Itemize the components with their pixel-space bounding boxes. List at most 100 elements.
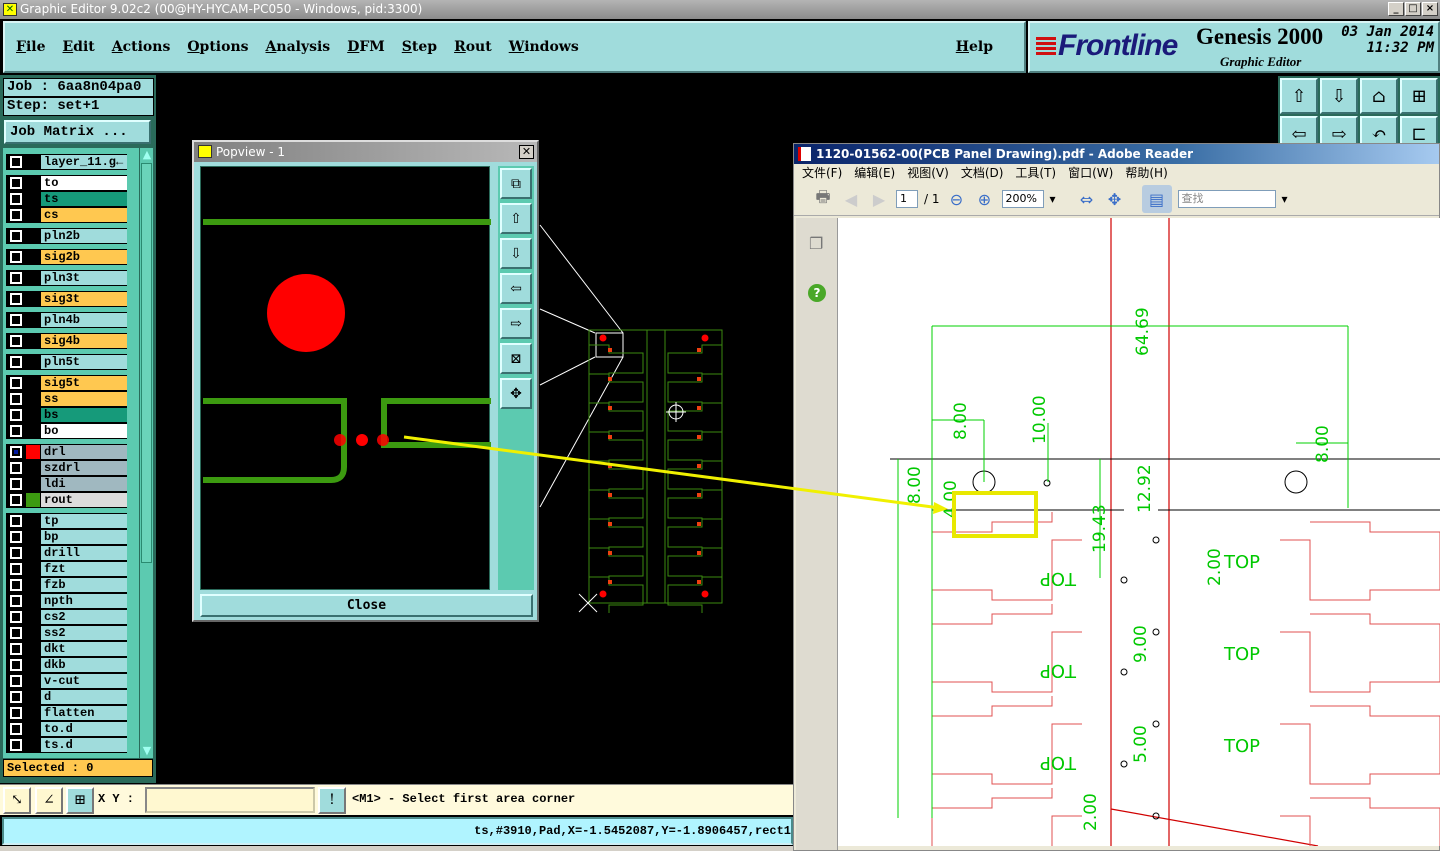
layer-row-ss[interactable]: ss [6,391,127,407]
layer-row-to[interactable]: to [6,175,127,191]
layer-checkbox[interactable] [10,251,22,263]
layer-row-drl[interactable]: drl [6,444,127,460]
popview-canvas[interactable] [200,166,491,590]
pan-right-icon[interactable]: ⇨ [500,308,532,339]
layer-checkbox[interactable] [10,675,22,687]
layer-name[interactable]: sig4b [41,334,127,348]
layer-checkbox[interactable] [10,643,22,655]
help-icon[interactable]: ? [808,284,826,302]
scroll-down-icon[interactable]: ▼ [142,744,152,757]
pdf-menu-tools[interactable]: 工具(T) [1015,166,1057,180]
layer-name[interactable]: drl [41,445,127,459]
layer-row-bs[interactable]: bs [6,407,127,423]
layer-checkbox[interactable] [10,293,22,305]
layer-row-d[interactable]: d [6,689,127,705]
restore-button[interactable]: □ [1405,2,1421,16]
layer-name[interactable]: to [41,176,127,190]
menu-rout[interactable]: Rout [454,39,492,55]
layer-row-sig3t[interactable]: sig3t [6,291,127,307]
menu-analysis[interactable]: Analysis [265,39,331,55]
layer-name[interactable]: drill [41,546,127,560]
layer-name[interactable]: layer_11.g← [41,155,127,169]
layer-name[interactable]: fzt [41,562,127,576]
layer-name[interactable]: ss [41,392,127,406]
minimize-button[interactable]: _ [1388,2,1404,16]
layer-checkbox[interactable] [10,723,22,735]
select-area-icon[interactable]: ⤡ [3,787,31,814]
previous-page-icon[interactable]: ◀ [844,189,858,209]
layer-checkbox[interactable] [10,691,22,703]
layer-checkbox[interactable] [10,462,22,474]
layer-name[interactable]: bs [41,408,127,422]
popview-close-icon[interactable]: ✕ [519,145,534,159]
layer-checkbox[interactable] [10,627,22,639]
layer-name[interactable]: v-cut [41,674,127,688]
layer-checkbox[interactable] [10,425,22,437]
layer-name[interactable]: rout [41,493,127,507]
layer-checkbox[interactable] [10,393,22,405]
layer-checkbox[interactable] [10,478,22,490]
popview-close-button[interactable]: Close [200,594,533,617]
layer-checkbox[interactable] [10,193,22,205]
layer-row-bp[interactable]: bp [6,529,127,545]
layer-name[interactable]: dkb [41,658,127,672]
layer-row-fzb[interactable]: fzb [6,577,127,593]
layer-checkbox[interactable] [10,230,22,242]
fit-page-icon[interactable]: ✥ [1107,189,1122,209]
layer-name[interactable]: dkt [41,642,127,656]
snap-grid-icon[interactable]: ⊞ [66,787,94,814]
layer-name[interactable]: sig2b [41,250,127,264]
layer-checkbox[interactable] [10,563,22,575]
page-number-input[interactable]: 1 [896,190,918,208]
pdf-menu-edit[interactable]: 编辑(E) [854,166,896,180]
layer-name[interactable]: fzb [41,578,127,592]
scroll-up-icon[interactable]: ▲ [142,148,152,161]
layer-name[interactable]: pln4b [41,313,127,327]
layer-row-tp[interactable]: tp [6,513,127,529]
layer-row-dkt[interactable]: dkt [6,641,127,657]
search-input[interactable]: 查找 [1177,190,1276,208]
pan-up-icon[interactable]: ⇧ [500,203,532,234]
print-icon[interactable]: 🖶 [815,186,831,206]
layer-name[interactable]: bo [41,424,127,438]
layer-name[interactable]: sig5t [41,376,127,390]
layer-checkbox[interactable] [10,156,22,168]
xy-input[interactable] [145,787,315,813]
job-matrix-button[interactable]: Job Matrix ... [4,120,151,144]
layer-row-sig5t[interactable]: sig5t [6,375,127,391]
pdf-page[interactable]: 64.69 8.00 10.00 8.00 8.00 4.00 19.43 12… [838,218,1440,846]
layer-row-ts[interactable]: ts [6,191,127,207]
layer-row-drill[interactable]: drill [6,545,127,561]
alert-icon[interactable]: ! [318,787,346,814]
layer-name[interactable]: cs2 [41,610,127,624]
layer-name[interactable]: tp [41,514,127,528]
layer-checkbox[interactable] [10,494,22,506]
layer-name[interactable]: pln3t [41,271,127,285]
zoom-level-select[interactable]: 200% [1001,190,1044,208]
zoom-window-icon[interactable]: ⧉ [500,168,532,199]
layer-row-ts.d[interactable]: ts.d [6,737,127,753]
layer-name[interactable]: npth [41,594,127,608]
search-dropdown-icon[interactable]: ▾ [1281,192,1288,206]
layer-checkbox[interactable] [10,659,22,671]
layer-row-rout[interactable]: rout [6,492,127,508]
layer-row-flatten[interactable]: flatten [6,705,127,721]
layer-row-v-cut[interactable]: v-cut [6,673,127,689]
layer-checkbox[interactable] [10,531,22,543]
layer-checkbox[interactable] [10,515,22,527]
zoom-out-icon[interactable]: ⊖ [949,189,964,209]
pan-left-icon[interactable]: ⇦ [500,273,532,304]
layer-name[interactable]: pln2b [41,229,127,243]
layer-checkbox[interactable] [10,707,22,719]
grid-icon[interactable]: ⊞ [1400,78,1438,114]
layer-checkbox[interactable] [10,739,22,751]
layer-name[interactable]: ts.d [41,738,127,752]
layer-checkbox[interactable] [10,209,22,221]
menu-windows[interactable]: Windows [508,39,579,55]
layer-row-ldi[interactable]: ldi [6,476,127,492]
zoom-in-icon[interactable]: ⊠ [500,343,532,374]
layer-name[interactable]: cs [41,208,127,222]
layer-name[interactable]: ldi [41,477,127,491]
pdf-menu-window[interactable]: 窗口(W) [1068,166,1114,180]
layer-checkbox[interactable] [10,446,22,458]
